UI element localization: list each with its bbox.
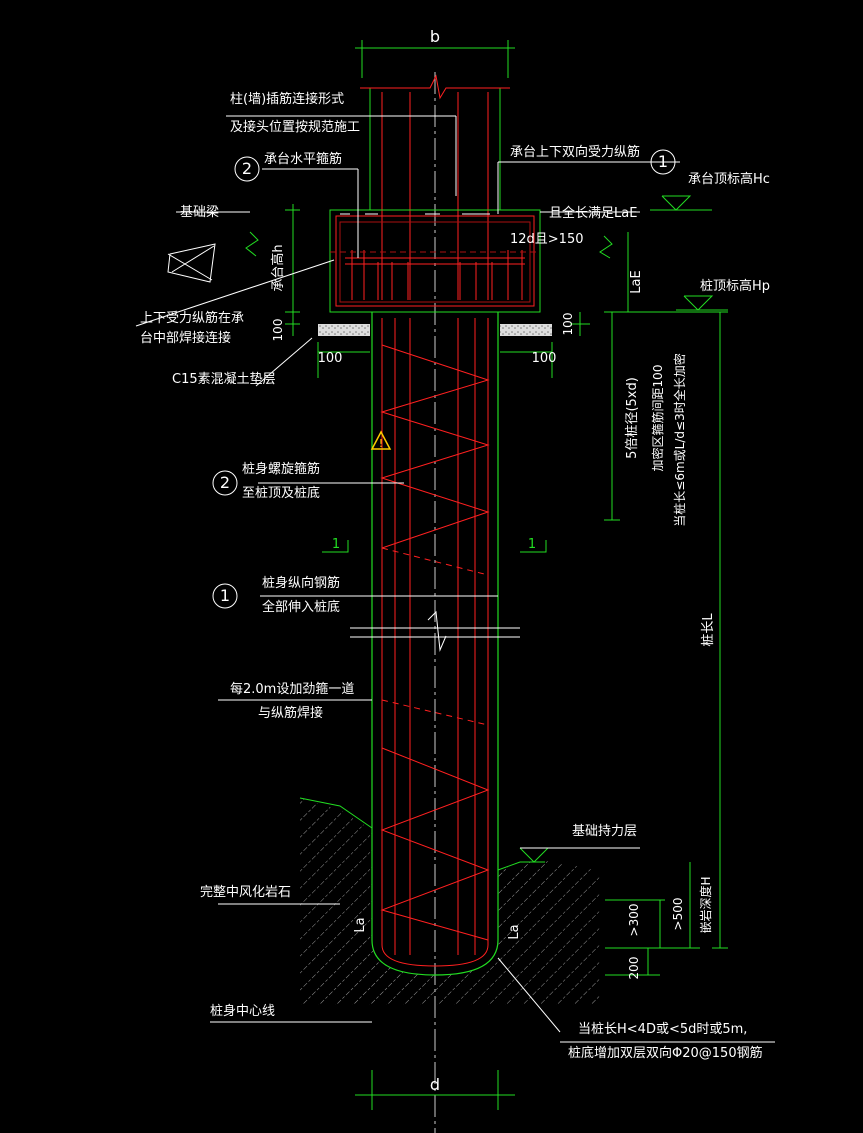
pile-body	[350, 312, 520, 976]
ann-longit-1: 桩身纵向钢筋	[262, 575, 340, 591]
ann-bearing-layer: 基础持力层	[572, 824, 637, 839]
marker-2-top: 2	[242, 159, 252, 178]
pile-cap	[329, 209, 541, 313]
ann-cap-stirrup: 承台水平箍筋	[264, 151, 342, 167]
dim-cap-height: 承台高h	[270, 244, 286, 291]
dim-100-side-right: 100	[561, 313, 575, 336]
ann-cap-top-elev: 承台顶标高Hc	[688, 171, 770, 187]
section-left-label: 1	[332, 537, 340, 552]
ann-rock: 完整中风化岩石	[200, 885, 291, 900]
dim-embed-depth: 嵌岩深度H	[698, 876, 713, 933]
dim-ge500: >500	[671, 898, 685, 931]
dim-pad-100-right: 100	[532, 351, 557, 366]
c15-pad-left	[318, 324, 370, 336]
section-right-label: 1	[528, 537, 536, 552]
dim-d: d	[430, 1075, 440, 1094]
ann-cap-main-rebar: 承台上下双向受力纵筋	[510, 144, 640, 160]
ann-pile-top-elev: 桩顶标高Hp	[700, 278, 770, 294]
column	[360, 74, 510, 300]
ann-bottom-note-2: 桩底增加双层双向Φ20@150钢筋	[568, 1045, 763, 1061]
dim-pad-100-left: 100	[318, 351, 343, 366]
dim-spiral-zone: 5倍桩径(5xd)	[625, 377, 640, 459]
ann-c15-pad: C15素混凝土垫层	[172, 371, 276, 387]
dim-la-left: La	[353, 917, 368, 932]
dim-spiral-zone-note: 加密区箍筋间距100	[650, 365, 665, 472]
ann-bottom-note-1: 当桩长H<4D或<5d时或5m,	[578, 1022, 747, 1037]
dim-100-side-left: 100	[271, 319, 285, 342]
ann-cap-12d: 12d且>150	[510, 232, 584, 247]
ann-weld-2: 台中部焊接连接	[140, 330, 231, 346]
dim-spiral-zone-note2: 当桩长≤6m或L/d≤3时全长加密	[672, 353, 687, 526]
rock-ground-line	[299, 797, 545, 871]
dim-ge300: >300	[627, 904, 641, 937]
c15-pad-right	[500, 324, 552, 336]
ann-spiral-1: 桩身螺旋箍筋	[242, 461, 320, 477]
ann-foundation-beam: 基础梁	[180, 205, 219, 220]
dimension-lines	[245, 40, 728, 1110]
ann-stiff-2: 与纵筋焊接	[258, 705, 323, 721]
dim-lae: LaE	[629, 270, 644, 293]
leader-lines	[135, 115, 775, 1043]
marker-1-top: 1	[658, 152, 668, 171]
warning-mark: !	[379, 437, 383, 450]
ann-column-rebar-2: 及接头位置按规范施工	[230, 119, 360, 135]
marker-2-mid: 2	[220, 473, 230, 492]
marker-circles	[212, 149, 676, 609]
ann-longit-2: 全部伸入桩底	[262, 599, 340, 615]
elevation-marks	[519, 195, 728, 863]
ann-stiff-1: 每2.0m设加劲箍一道	[230, 681, 354, 697]
foundation-beam-icon	[167, 243, 216, 283]
section-marks	[322, 540, 547, 553]
ann-center-line: 桩身中心线	[210, 1003, 275, 1019]
ann-cap-full-length: 且全长满足LaE	[549, 205, 637, 221]
dim-la-right: La	[507, 924, 522, 939]
marker-1-mid: 1	[220, 586, 230, 605]
dim-200: 200	[627, 957, 641, 980]
ann-weld-1: 上下受力纵筋在承	[140, 310, 244, 326]
ann-column-rebar-1: 柱(墙)插筋连接形式	[230, 91, 344, 107]
rock-hatch	[300, 798, 600, 1005]
warning-icon	[370, 430, 392, 450]
dim-b: b	[430, 27, 440, 46]
dim-pile-length: 桩长L	[701, 613, 716, 647]
ann-spiral-2: 至桩顶及桩底	[242, 485, 320, 501]
